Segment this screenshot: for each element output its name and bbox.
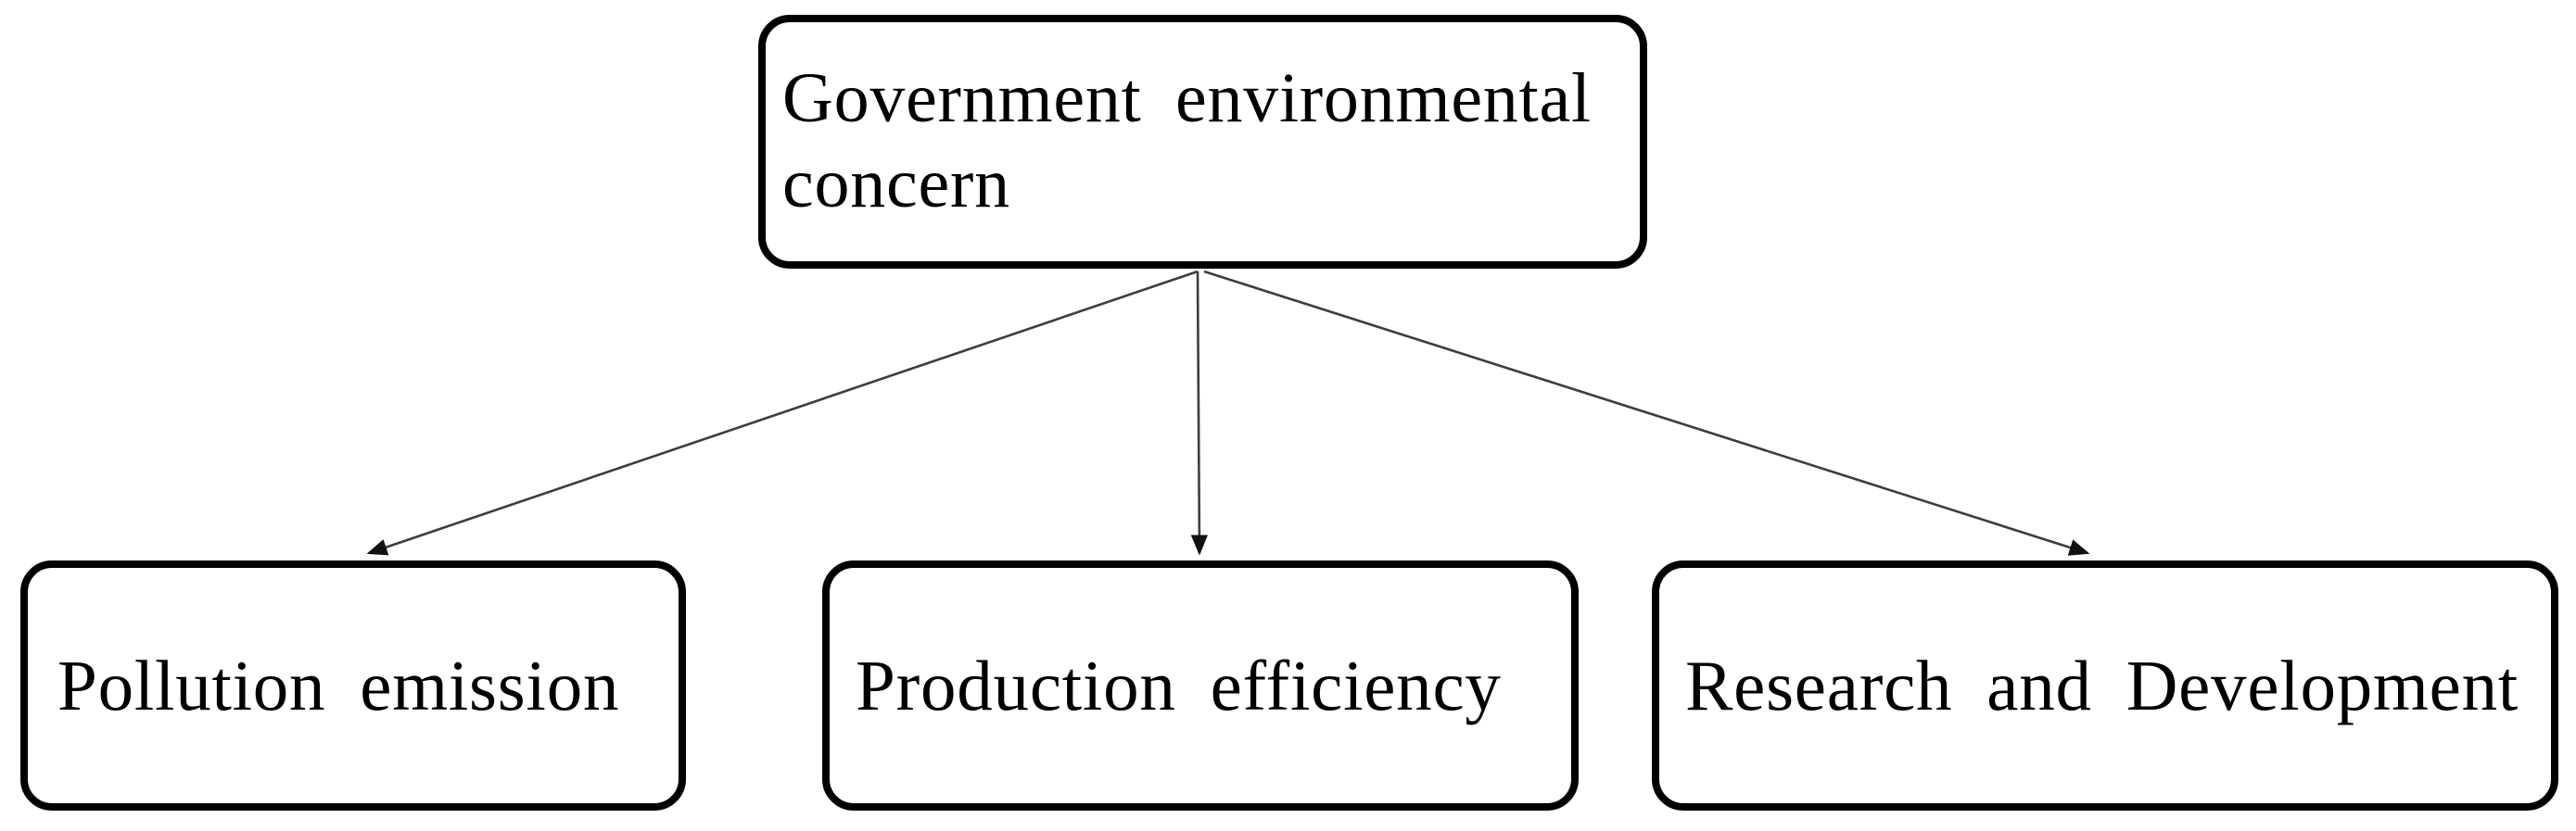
arrow-root-to-production-efficiency	[1190, 271, 1208, 556]
node-label: Pollution emission	[57, 645, 620, 725]
node-research-and-development: Research and Development	[1652, 560, 2558, 811]
node-pollution-emission: Pollution emission	[20, 560, 686, 811]
node-label: Government environmental concern	[782, 59, 1592, 222]
node-label: Research and Development	[1685, 645, 2519, 725]
arrow-root-to-pollution-emission	[366, 270, 1199, 556]
arrow-root-to-research-and-development	[1203, 270, 2090, 556]
node-production-efficiency: Production efficiency	[822, 560, 1579, 811]
node-label: Production efficiency	[856, 645, 1502, 725]
node-government-environmental-concern: Government environmental concern	[758, 15, 1647, 269]
